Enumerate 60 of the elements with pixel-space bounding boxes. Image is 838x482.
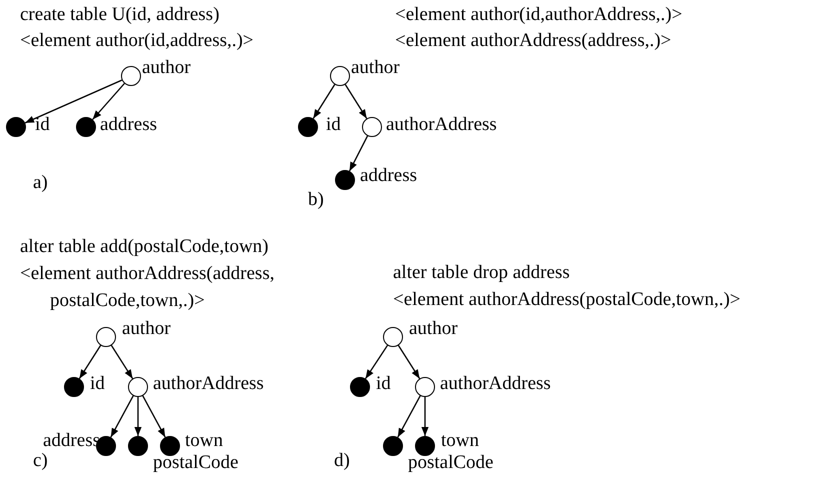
node-label: postalCode: [153, 452, 238, 474]
panel-label: c): [33, 450, 48, 472]
filled-node-dot: [76, 117, 96, 137]
node-label: town: [441, 430, 479, 452]
schema-statement: <element author(id,authorAddress,.)>: [395, 4, 682, 26]
hollow-node-circle: [128, 377, 148, 397]
arrow: [344, 84, 368, 119]
filled-node-dot: [415, 436, 435, 456]
arrow: [24, 80, 122, 124]
node-label: author: [409, 318, 458, 340]
filled-node-dot: [128, 436, 148, 456]
hollow-node-circle: [121, 66, 141, 86]
arrow: [398, 345, 420, 379]
arrow: [134, 397, 142, 436]
arrow: [110, 345, 134, 379]
panel-label: b): [308, 189, 324, 211]
schema-statement: create table U(id, address): [20, 4, 220, 26]
arrow: [142, 396, 166, 438]
filled-node-dot: [298, 117, 318, 137]
node-label: author: [351, 57, 400, 79]
panel-label: d): [334, 450, 350, 472]
hollow-node-circle: [362, 117, 382, 137]
node-label: address: [100, 114, 157, 136]
hollow-node-circle: [383, 327, 403, 347]
schema-statement: alter table drop address: [393, 262, 570, 284]
filled-node-dot: [64, 377, 84, 397]
node-label: author: [142, 57, 191, 79]
hollow-node-circle: [96, 327, 116, 347]
node-label: id: [35, 114, 50, 136]
hollow-node-circle: [330, 66, 350, 86]
hollow-node-circle: [415, 377, 435, 397]
schema-statement: <element authorAddress(address,.)>: [395, 30, 672, 52]
arrow: [312, 84, 336, 119]
node-label: address: [43, 430, 100, 452]
schema-statement: alter table add(postalCode,town): [20, 236, 269, 258]
arrow: [348, 136, 368, 172]
node-label: postalCode: [408, 452, 494, 474]
filled-node-dot: [160, 436, 180, 456]
node-label: id: [376, 373, 391, 395]
panel-label: a): [33, 172, 48, 194]
arrow: [421, 397, 429, 436]
arrow: [397, 396, 421, 438]
arrow: [110, 396, 134, 438]
node-label: authorAddress: [386, 114, 497, 136]
arrow: [92, 83, 125, 120]
schema-statement: <element authorAddress(postalCode,town,.)>: [393, 289, 741, 311]
node-label: id: [326, 114, 341, 136]
node-label: address: [360, 165, 417, 187]
node-label: authorAddress: [153, 373, 264, 395]
node-label: town: [185, 430, 223, 452]
filled-node-dot: [350, 377, 370, 397]
node-label: id: [90, 373, 105, 395]
filled-node-dot: [6, 117, 26, 137]
filled-node-dot: [383, 436, 403, 456]
arrow: [78, 345, 102, 379]
arrow: [364, 344, 388, 380]
schema-statement: <element author(id,address,.)>: [20, 30, 254, 52]
node-label: author: [122, 318, 171, 340]
filled-node-dot: [335, 170, 355, 190]
node-label: authorAddress: [440, 373, 551, 395]
